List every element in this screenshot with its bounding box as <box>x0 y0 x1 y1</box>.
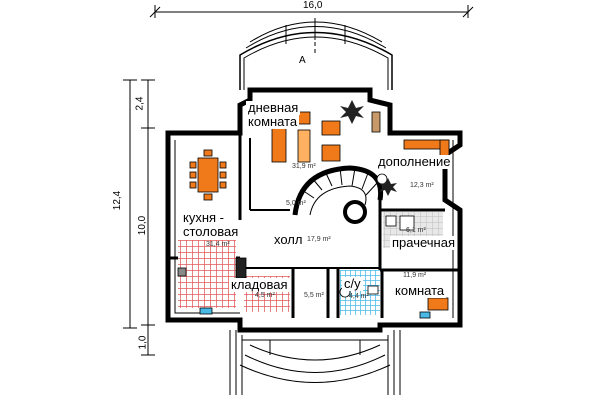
dining-table <box>189 149 227 201</box>
living-room-label-1: дневная <box>246 100 301 115</box>
kitchen-label-2: столовая <box>181 224 241 239</box>
kitchen-floor <box>178 240 236 308</box>
section-marker: A <box>299 55 306 66</box>
height-dimension: 12,4 <box>112 190 124 211</box>
laundry-fixtures <box>385 215 415 231</box>
pantry-label: кладовая <box>229 277 290 292</box>
height-seg-top: 2,4 <box>134 96 146 111</box>
hall-label: холл <box>272 232 305 247</box>
height-seg-mid: 10,0 <box>137 215 149 236</box>
bay-window <box>239 18 393 90</box>
wc-label: с/у <box>342 276 363 291</box>
living-room-area: 31,9 m² <box>292 163 316 170</box>
hall-area: 17,9 m² <box>307 236 331 243</box>
front-steps <box>229 330 401 395</box>
addition-area: 12,3 m² <box>410 182 434 189</box>
dimension-left <box>123 79 155 356</box>
stair-area: 5,0 m² <box>286 200 306 207</box>
corridor-area: 5,5 m² <box>304 292 324 299</box>
room-area: 11,9 m² <box>403 272 427 279</box>
plant-icons <box>340 100 397 196</box>
living-furniture <box>271 111 381 163</box>
height-seg-bottom: 1,0 <box>137 335 149 350</box>
pantry-area: 4,5 m² <box>255 292 275 299</box>
dimension-top <box>149 5 474 18</box>
width-dimension: 16,0 <box>303 0 323 11</box>
laundry-area: 6,1 m² <box>406 227 426 234</box>
room-furniture <box>419 297 449 319</box>
kitchen-label-1: кухня - <box>181 210 226 225</box>
room-label: комната <box>393 283 447 298</box>
addition-label: дополнение <box>376 154 453 169</box>
laundry-label: прачечная <box>390 235 458 250</box>
living-room-label-2: комната <box>246 114 300 129</box>
kitchen-area: 31,4 m² <box>206 241 230 248</box>
wc-area: 4,4 m² <box>349 293 369 300</box>
spiral-staircase <box>292 165 384 224</box>
